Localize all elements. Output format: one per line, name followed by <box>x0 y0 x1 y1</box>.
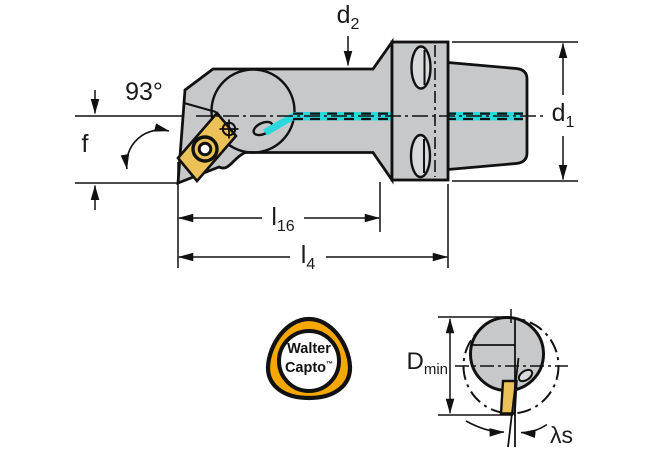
dimension-l16 <box>177 162 381 268</box>
label-l16: l16 <box>271 203 295 235</box>
dimension-d1 <box>452 41 578 182</box>
logo-circle <box>277 329 341 393</box>
walter-capto-logo <box>265 316 353 401</box>
clamp-screw-inner <box>197 141 213 157</box>
dimension-l4 <box>178 184 449 268</box>
section-view <box>438 309 568 448</box>
logo-text: Walter Capto™ <box>284 341 334 376</box>
pocket-edge <box>183 101 217 114</box>
label-d2: d2 <box>336 1 360 33</box>
label-f: f <box>81 130 89 158</box>
label-d1: d1 <box>551 99 575 131</box>
angle-arc-93 <box>120 123 170 170</box>
lambda-incline-line <box>507 357 520 448</box>
main-view <box>75 36 578 268</box>
section-bar-circle <box>469 316 545 392</box>
coolant-jet <box>263 112 293 136</box>
label-l4: l4 <box>300 241 316 273</box>
flange-slot-top <box>410 45 432 90</box>
flange-slot-bottom <box>409 133 432 179</box>
dimension-lambda-s <box>465 420 548 438</box>
label-lambda-s: λs <box>550 422 573 448</box>
label-93deg: 93° <box>125 78 163 106</box>
label-dmin: Dmin <box>406 348 448 378</box>
position-target-icon <box>219 119 239 139</box>
dimension-dmin <box>438 316 513 416</box>
dimension-f <box>75 90 182 210</box>
section-coolant-hole <box>517 368 534 383</box>
